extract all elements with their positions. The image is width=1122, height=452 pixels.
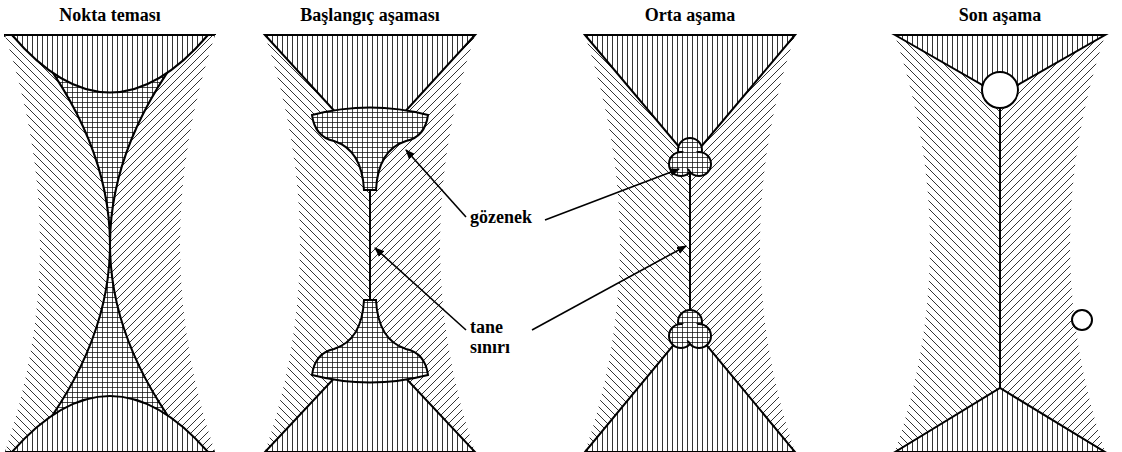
pore [312, 108, 428, 191]
leader-line [375, 248, 466, 330]
grain-bottom [12, 396, 208, 452]
callout-label: gözenek [468, 208, 534, 228]
outer-space [180, 35, 221, 452]
stage-title: Son aşama [959, 6, 1042, 26]
leader-line [545, 169, 679, 220]
grain-boundary [689, 160, 691, 325]
outer-space [0, 35, 40, 452]
outer-space [579, 35, 620, 452]
outer-space [440, 35, 481, 452]
stage-title: Orta aşama [645, 6, 735, 26]
pore [1072, 310, 1092, 330]
outer-space [1070, 35, 1111, 452]
outer-space [259, 35, 300, 452]
outer-space [889, 35, 930, 452]
pore [680, 149, 700, 169]
callout-label: tane sınırı [468, 318, 528, 358]
grain-bottom [895, 388, 1105, 452]
outer-space [760, 35, 801, 452]
grain-boundary [999, 95, 1001, 388]
stage-title: Başlangıç aşaması [300, 6, 440, 26]
stage-title: Nokta teması [59, 6, 161, 26]
grain-bottom [585, 325, 795, 452]
grain-top [12, 35, 208, 93]
pore [312, 300, 428, 383]
leader-line [532, 246, 686, 330]
pore [680, 321, 700, 341]
leader-line [406, 150, 466, 217]
pore [982, 72, 1018, 108]
